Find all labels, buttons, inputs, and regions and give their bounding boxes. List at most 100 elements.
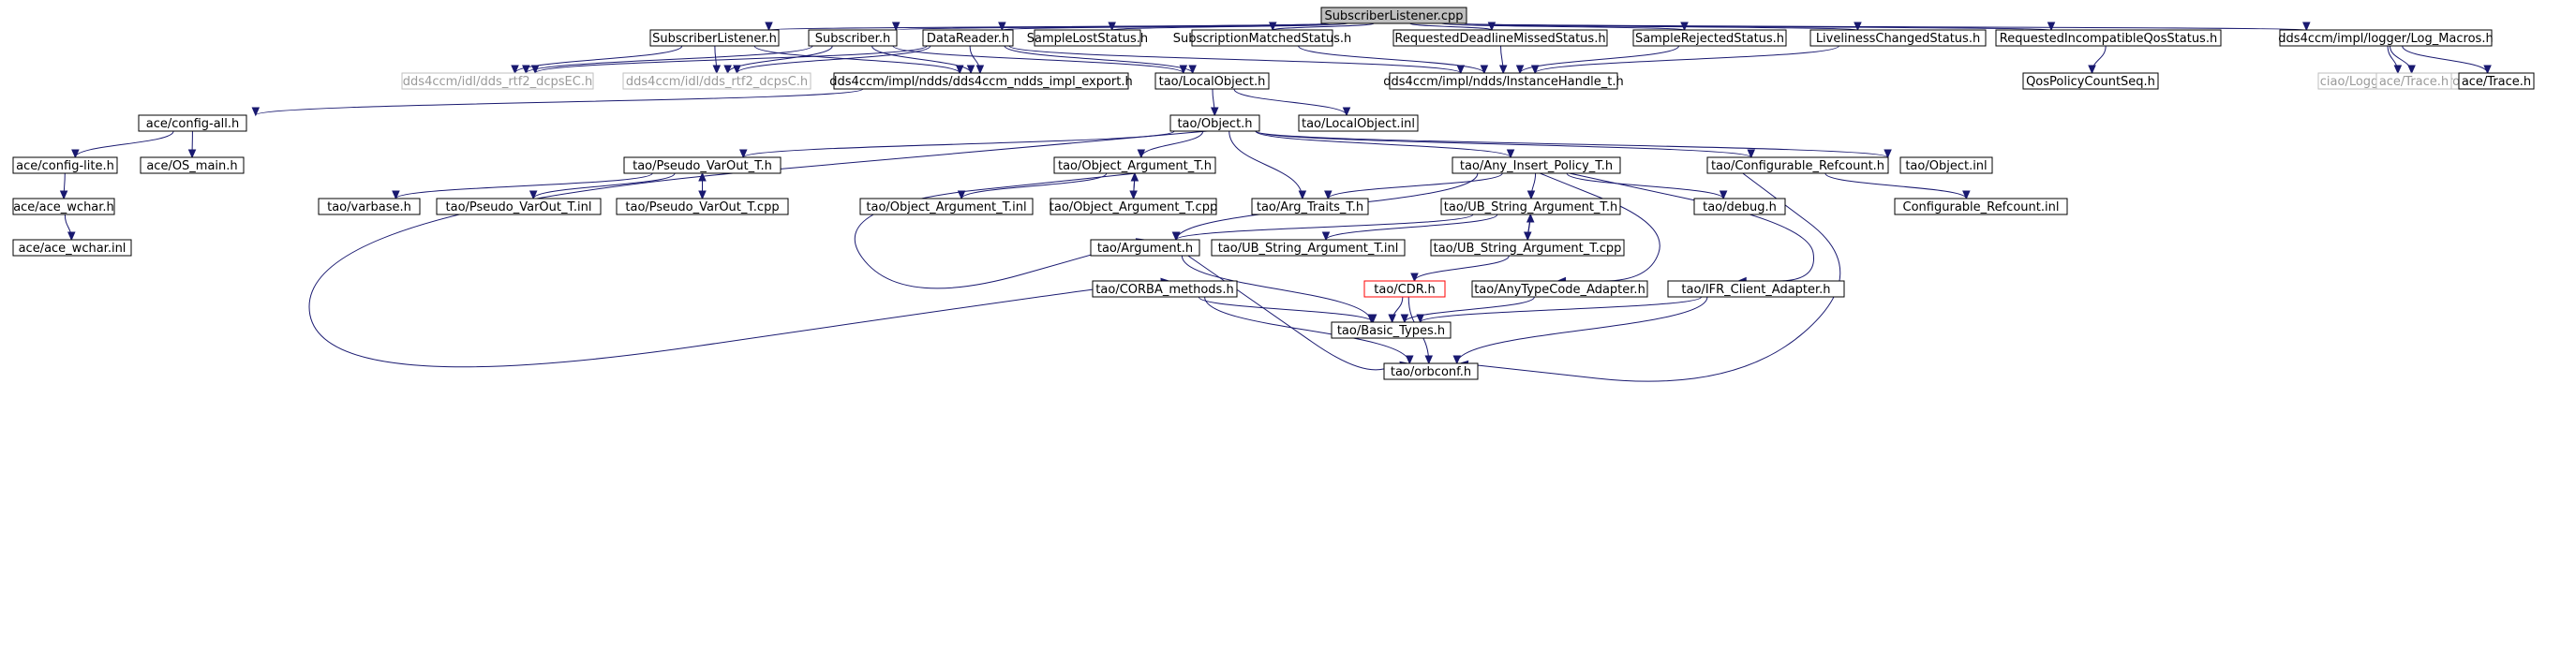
node-label: tao/UB_String_Argument_T.inl — [1218, 242, 1399, 256]
nodes-layer: SubscriberListener.cppSubscriberListener… — [12, 7, 2535, 380]
node-label: ace/Trace.h — [2462, 75, 2531, 89]
node-label: tao/Object.h — [1177, 117, 1252, 131]
node-usat_h[interactable]: tao/UB_String_Argument_T.h — [1440, 198, 1621, 215]
node-label: tao/Basic_Types.h — [1337, 324, 1445, 338]
edge-sms-to-ih — [1298, 45, 1489, 75]
node-logm[interactable]: dds4ccm/impl/logger/Log_Macros.h — [2278, 29, 2494, 47]
node-sms[interactable]: SubscriptionMatchedStatus.h — [1173, 29, 1352, 47]
node-trace2[interactable]: ace/Trace.h — [2458, 72, 2535, 90]
node-pvot_h[interactable]: tao/Pseudo_VarOut_T.h — [623, 156, 782, 174]
node-label: tao/debug.h — [1703, 200, 1777, 214]
node-cfglite[interactable]: ace/config-lite.h — [12, 156, 118, 174]
edge-aipt-to-atca — [1540, 172, 1660, 286]
node-label: ace/ace_wchar.inl — [19, 242, 127, 256]
node-box — [1090, 239, 1200, 257]
edge-aipt-to-usat_h — [1526, 172, 1537, 200]
node-cref[interactable]: tao/Configurable_Refcount.h — [1706, 156, 1889, 174]
node-lcs[interactable]: LivelinessChangedStatus.h — [1809, 29, 1987, 47]
node-atca[interactable]: tao/AnyTypeCode_Adapter.h — [1471, 280, 1648, 298]
node-objinl[interactable]: tao/Object.inl — [1899, 156, 1993, 174]
edge-root-to-sls — [1108, 22, 1348, 32]
node-box — [138, 114, 247, 132]
edge-taoobj-to-cref — [1255, 130, 1756, 159]
node-taoobj[interactable]: tao/Object.h — [1169, 114, 1260, 132]
edge-rdms-to-ih — [1498, 45, 1508, 75]
edge-logm-to-ciaolog — [2387, 45, 2403, 75]
node-crefinl[interactable]: Configurable_Refcount.inl — [1894, 198, 2068, 215]
node-trace1[interactable]: ace/Trace.h — [2375, 72, 2452, 90]
node-box — [2375, 72, 2452, 90]
node-box — [808, 29, 898, 47]
node-pvot_inl[interactable]: tao/Pseudo_VarOut_T.inl — [436, 198, 602, 215]
node-box — [1251, 198, 1369, 215]
node-oat_inl[interactable]: tao/Object_Argument_T.inl — [859, 198, 1034, 215]
node-label: ace/config-all.h — [146, 117, 240, 131]
edge-pvot_h-to-pvot_inl — [529, 172, 676, 200]
node-box — [1430, 239, 1625, 257]
edge-taoobj-to-objinl — [1255, 130, 1892, 159]
edge-arg-to-orbconf — [1187, 255, 1409, 371]
node-corbam[interactable]: tao/CORBA_methods.h — [1092, 280, 1238, 298]
node-label: tao/IFR_Client_Adapter.h — [1681, 283, 1830, 297]
node-box — [12, 239, 132, 257]
node-label: dds4ccm/impl/logger/Log_Macros.h — [2278, 32, 2493, 46]
node-dcpsec[interactable]: dds4ccm/idl/dds_rtf2_dcpsEC.h — [401, 72, 594, 90]
edge-taoobj-to-aipt — [1255, 130, 1515, 159]
node-box — [1440, 198, 1621, 215]
edge-dr_h-to-dcpsc — [733, 45, 931, 75]
edge-root-to-riqs — [1462, 22, 2056, 32]
node-oat_cpp[interactable]: tao/Object_Argument_T.cpp — [1050, 198, 1217, 215]
node-ih[interactable]: dds4ccm/impl/ndds/InstanceHandle_t.h — [1383, 72, 1624, 90]
node-box — [1452, 156, 1621, 174]
node-rdms[interactable]: RequestedDeadlineMissedStatus.h — [1392, 29, 1608, 47]
node-dr_h[interactable]: DataReader.h — [922, 29, 1014, 47]
edge-sub_h-to-locobj — [892, 45, 1188, 75]
node-oat_h[interactable]: tao/Object_Argument_T.h — [1053, 156, 1216, 174]
node-sl_h[interactable]: SubscriberListener.h — [649, 29, 780, 47]
edge-root-to-logm — [1462, 22, 2311, 32]
node-box — [1331, 321, 1452, 339]
node-box — [12, 156, 118, 174]
node-export[interactable]: dds4ccm/impl/ndds/dds4ccm_ndds_impl_expo… — [829, 72, 1133, 90]
node-debug[interactable]: tao/debug.h — [1693, 198, 1786, 215]
node-cdr[interactable]: tao/CDR.h — [1363, 280, 1446, 298]
node-label: QosPolicyCountSeq.h — [2026, 75, 2155, 89]
node-box — [1363, 280, 1446, 298]
node-root[interactable]: SubscriberListener.cpp — [1320, 7, 1467, 24]
node-box — [1034, 29, 1141, 47]
node-dcpsc[interactable]: dds4ccm/idl/dds_rtf2_dcpsC.h — [622, 72, 812, 90]
edge-sub_h-to-dcpsc — [723, 45, 833, 75]
node-riqs[interactable]: RequestedIncompatibleQosStatus.h — [1995, 29, 2222, 47]
node-usat_inl[interactable]: tao/UB_String_Argument_T.inl — [1211, 239, 1406, 257]
node-sub_h[interactable]: Subscriber.h — [808, 29, 898, 47]
node-box — [1899, 156, 1993, 174]
node-arg[interactable]: tao/Argument.h — [1090, 239, 1200, 257]
edge-root-to-dr_h — [998, 22, 1331, 32]
node-qpcs[interactable]: QosPolicyCountSeq.h — [2022, 72, 2159, 90]
node-orbconf[interactable]: tao/orbconf.h — [1383, 362, 1479, 380]
node-srs[interactable]: SampleRejectedStatus.h — [1632, 29, 1787, 47]
node-cfgall[interactable]: ace/config-all.h — [138, 114, 247, 132]
node-locinl[interactable]: tao/LocalObject.inl — [1298, 114, 1419, 132]
edge-aipt-to-debug — [1566, 172, 1728, 200]
node-varbase[interactable]: tao/varbase.h — [318, 198, 421, 215]
node-label: tao/varbase.h — [327, 200, 411, 214]
node-argtr[interactable]: tao/Arg_Traits_T.h — [1251, 198, 1369, 215]
node-acew[interactable]: ace/ace_wchar.h — [12, 198, 115, 215]
node-osmain[interactable]: ace/OS_main.h — [140, 156, 245, 174]
node-locobj[interactable]: tao/LocalObject.h — [1154, 72, 1270, 90]
edge-logm-to-trace1 — [2390, 45, 2416, 75]
node-label: tao/Argument.h — [1097, 242, 1193, 256]
node-usat_cpp[interactable]: tao/UB_String_Argument_T.cpp — [1430, 239, 1625, 257]
node-box — [1298, 114, 1419, 132]
node-acewinl[interactable]: ace/ace_wchar.inl — [12, 239, 132, 257]
node-box — [436, 198, 602, 215]
node-pvot_cpp[interactable]: tao/Pseudo_VarOut_T.cpp — [616, 198, 789, 215]
edge-corbam-to-basic — [1198, 296, 1377, 324]
node-ifr[interactable]: tao/IFR_Client_Adapter.h — [1667, 280, 1845, 298]
node-sls[interactable]: SampleLostStatus.h — [1027, 29, 1148, 47]
node-label: dds4ccm/impl/ndds/dds4ccm_ndds_impl_expo… — [829, 75, 1132, 89]
node-box — [2458, 72, 2535, 90]
node-basic[interactable]: tao/Basic_Types.h — [1331, 321, 1452, 339]
node-aipt[interactable]: tao/Any_Insert_Policy_T.h — [1452, 156, 1621, 174]
